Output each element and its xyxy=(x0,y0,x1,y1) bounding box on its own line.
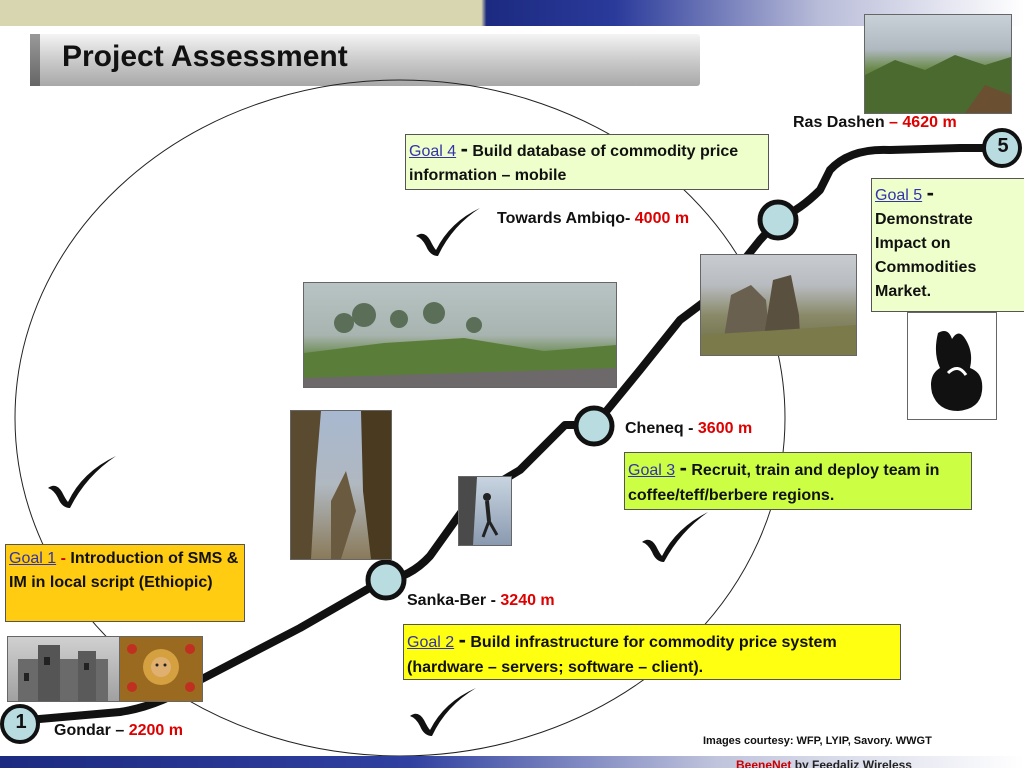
marker-sanka-ber xyxy=(365,559,407,601)
goal-5-text: Demonstrate Impact on Commodities Market… xyxy=(875,211,977,300)
goal-4-text: Build database of commodity price inform… xyxy=(409,143,739,184)
image-credits: Images courtesy: WFP, LYIP, Savory. WWGT xyxy=(703,735,932,747)
marker-ambiqo xyxy=(757,199,799,241)
photo-canyon xyxy=(290,410,392,560)
waypoint-ambiqo: Towards Ambiqo- 4000 m xyxy=(497,210,690,227)
goal-2-box: Goal 2 - Build infrastructure for commod… xyxy=(403,624,901,680)
marker-summit xyxy=(982,128,1022,168)
marker-start xyxy=(0,704,40,744)
photo-misty-highlands xyxy=(303,282,617,388)
goal-5-box: Goal 5 - Demonstrate Impact on Commoditi… xyxy=(871,178,1024,312)
title-bar xyxy=(30,34,700,86)
goal-1-link[interactable]: Goal 1 xyxy=(9,550,57,567)
waypoint-number-summit: 5 xyxy=(997,135,1009,157)
photo-ethiopic-art xyxy=(119,636,203,702)
check-mark-icon xyxy=(42,452,120,510)
goal-4-link[interactable]: Goal 4 xyxy=(409,143,457,160)
goal-4-box: Goal 4 - Build database of commodity pri… xyxy=(405,134,769,190)
fingers-crossed-icon xyxy=(907,312,997,420)
photo-gondar-castle xyxy=(7,636,121,702)
page-title: Project Assessment xyxy=(62,40,348,73)
waypoint-gondar: Gondar – 2200 m xyxy=(54,722,183,739)
check-mark-icon xyxy=(410,204,484,258)
waypoint-sanka-ber: Sanka-Ber - 3240 m xyxy=(407,592,555,609)
check-mark-icon xyxy=(404,684,480,738)
marker-cheneq xyxy=(573,405,615,447)
goal-2-text: Build infrastructure for commodity price… xyxy=(407,634,837,676)
goal-1-text: Introduction of SMS & IM in local script… xyxy=(9,550,239,591)
photo-rock-peaks xyxy=(700,254,857,356)
goal-5-link[interactable]: Goal 5 xyxy=(875,187,923,204)
goal-2-link[interactable]: Goal 2 xyxy=(407,634,455,651)
goal-3-link[interactable]: Goal 3 xyxy=(628,462,676,479)
top-decor-bar xyxy=(0,0,1024,26)
goal-3-box: Goal 3 - Recruit, train and deploy team … xyxy=(624,452,972,510)
footer-credit: BeeneNet by Feedaliz Wireless xyxy=(736,758,912,768)
goal-1-box: Goal 1 - Introduction of SMS & IM in loc… xyxy=(5,544,245,622)
waypoint-cheneq: Cheneq - 3600 m xyxy=(625,420,753,437)
goal-3-text: Recruit, train and deploy team in coffee… xyxy=(628,462,940,504)
check-mark-icon xyxy=(636,508,712,564)
waypoint-number-start: 1 xyxy=(15,711,27,733)
bottom-decor-bar xyxy=(0,756,1024,768)
photo-climber xyxy=(458,476,512,546)
waypoint-ras-dashen: Ras Dashen – 4620 m xyxy=(793,114,957,131)
photo-ras-dashen xyxy=(864,14,1012,114)
title-bar-edge xyxy=(30,34,40,86)
